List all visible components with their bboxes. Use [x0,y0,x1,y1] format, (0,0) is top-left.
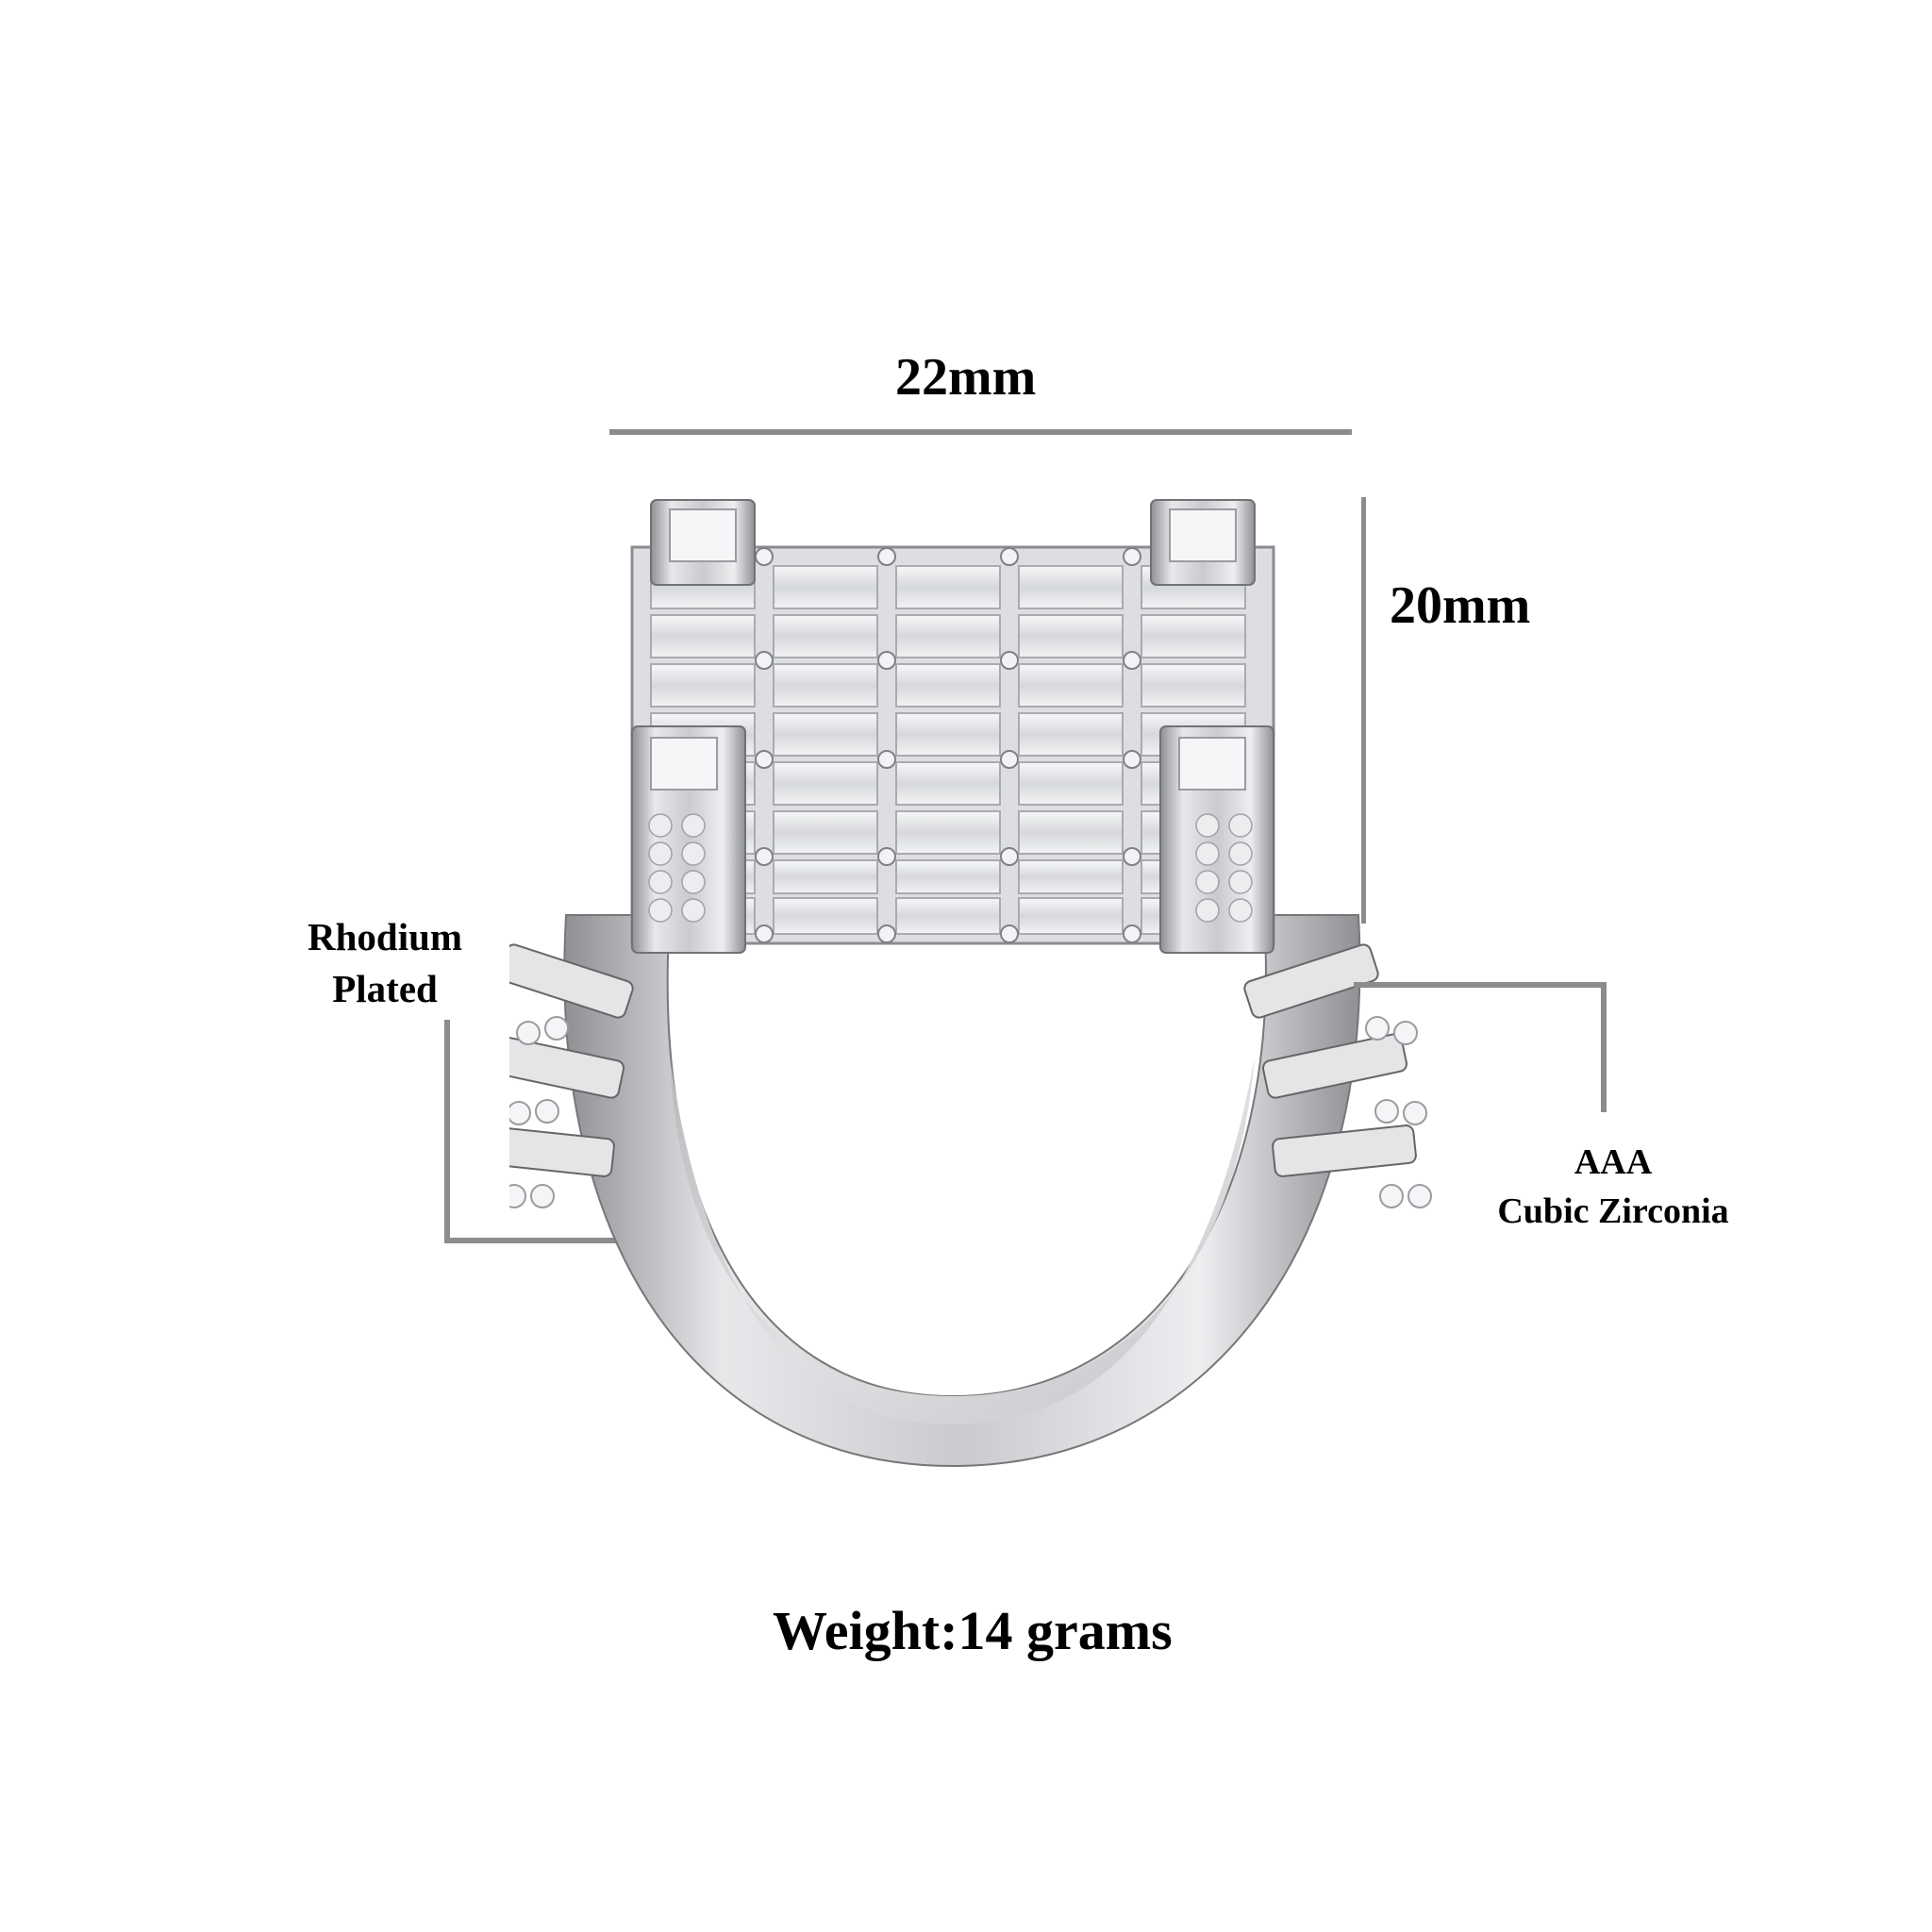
stones-callout-label: AAA Cubic Zirconia [1472,1138,1755,1236]
width-dimension-line [609,429,1352,435]
stones-callout-bracket-horizontal [1354,982,1607,988]
height-dimension-label: 20mm [1390,576,1531,635]
stones-callout-line2: Cubic Zirconia [1497,1191,1729,1231]
stones-callout-line1: AAA [1574,1142,1653,1182]
weight-label: Weight:14 grams [773,1600,1173,1661]
ring-image [509,499,1432,1468]
plating-callout-line1: Rhodium [308,915,463,958]
plating-callout-line2: Plated [332,967,438,1010]
plating-callout-bracket-vertical [444,1020,450,1243]
width-dimension-label: 22mm [895,348,1037,407]
plating-callout-label: Rhodium Plated [308,911,462,1015]
height-dimension-line [1361,497,1366,924]
stones-callout-bracket-vertical [1601,982,1607,1112]
plating-callout-bracket-horizontal [444,1238,628,1243]
